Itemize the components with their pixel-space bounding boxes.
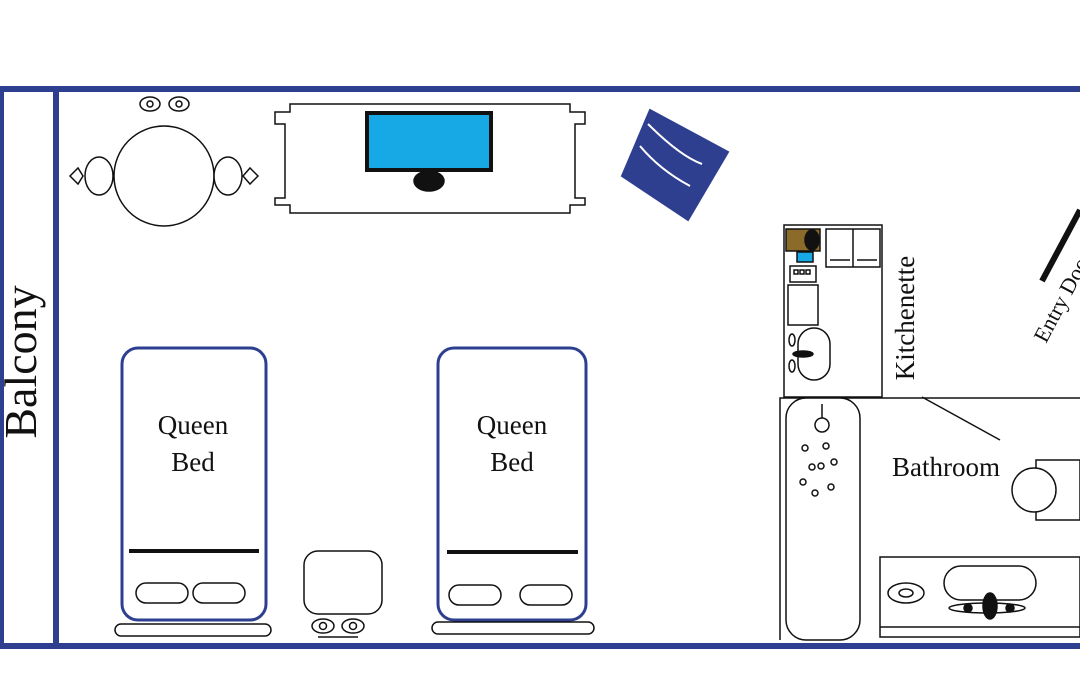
- chair-left: [84, 156, 114, 196]
- tv-console: [274, 103, 586, 214]
- plant-left: [68, 166, 84, 186]
- bed-1-pillow-right: [192, 582, 246, 604]
- armchair-body: [620, 108, 730, 222]
- kettle: [796, 251, 814, 263]
- bed-1-label-line-1: Queen: [158, 410, 229, 440]
- bed-1-pillow-left: [135, 582, 189, 604]
- kitchenette: [783, 224, 883, 398]
- bed-1-frame: [120, 346, 268, 622]
- entry-door-swing: [1039, 208, 1080, 283]
- bed-1-headboard: [114, 623, 272, 637]
- bathroom-wall: [779, 397, 1080, 640]
- bathroom: [779, 396, 1080, 641]
- bed-2-headboard: [431, 621, 595, 635]
- toilet-bowl: [1011, 467, 1057, 513]
- bed-2-pillow-left: [448, 584, 502, 606]
- chair-right: [213, 156, 243, 196]
- bathroom-label: Bathroom: [892, 452, 1000, 482]
- armchair: [620, 108, 730, 222]
- balcony-label: Balcony: [0, 285, 46, 438]
- queen-bed-2: Queen Bed: [431, 346, 595, 635]
- counter: [787, 284, 819, 326]
- dining-table: [68, 96, 260, 227]
- kitchenette-label: Kitchenette: [890, 256, 920, 380]
- bed-1-label-line-2: Bed: [171, 447, 215, 477]
- plant-right: [242, 166, 260, 186]
- queen-bed-1: Queen Bed: [114, 346, 272, 637]
- nightstand-top: [303, 550, 383, 615]
- round-table: [113, 125, 215, 227]
- bed-2-label-line-2: Bed: [490, 447, 534, 477]
- nightstand: [303, 550, 383, 638]
- tv-stand: [413, 170, 445, 192]
- tv-screen: [365, 111, 493, 172]
- bed-2-pillow-right: [519, 584, 573, 606]
- bed-2-label-line-1: Queen: [477, 410, 548, 440]
- walls: [0, 86, 1080, 649]
- bathtub: [785, 397, 861, 641]
- bed-2-frame: [436, 346, 588, 622]
- bath-drain-dots: [799, 442, 838, 497]
